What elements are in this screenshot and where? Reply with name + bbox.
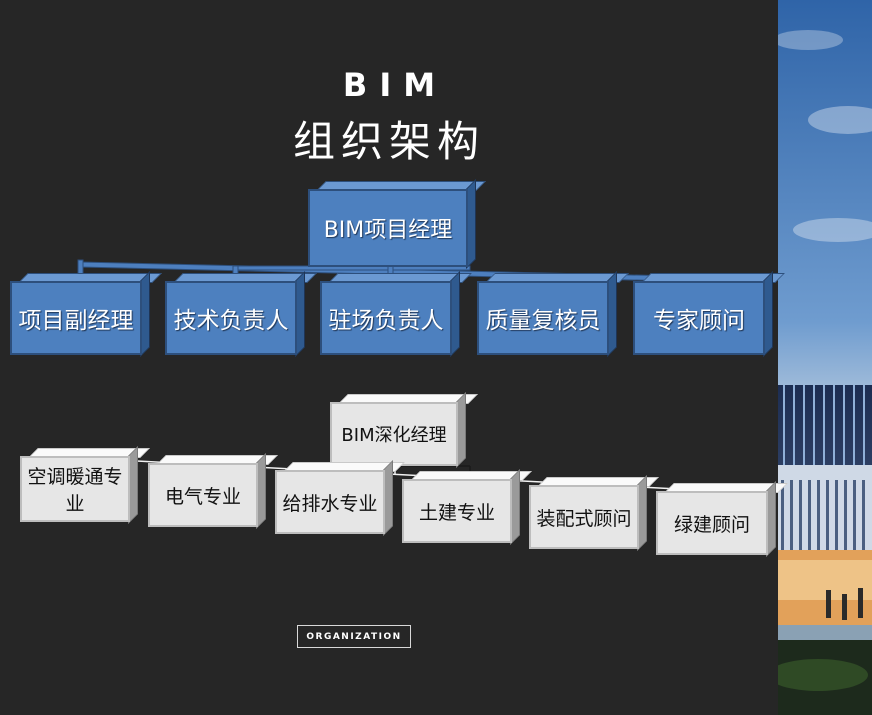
node-label: 装配式顾问 — [529, 485, 639, 549]
node-expert-advisor: 专家顾问 — [633, 271, 785, 357]
node-quality-reviewer: 质量复核员 — [477, 271, 629, 357]
node-electrical: 电气专业 — [148, 453, 278, 529]
node-label: 专家顾问 — [633, 281, 765, 355]
node-deputy-manager: 项目副经理 — [10, 271, 162, 357]
node-prefab-advisor: 装配式顾问 — [529, 475, 659, 551]
connector-lines — [77, 259, 761, 500]
node-bim-project-manager: BIM项目经理 — [308, 179, 486, 269]
node-label: 绿建顾问 — [656, 491, 768, 555]
node-label: 给排水专业 — [275, 470, 385, 534]
node-label: 土建专业 — [402, 479, 512, 543]
node-label: 技术负责人 — [165, 281, 297, 355]
node-label: 项目副经理 — [10, 281, 142, 355]
node-label: 空调暖通专业 — [20, 456, 130, 522]
heading-org-structure: 组织架构 — [292, 117, 485, 166]
node-label: BIM项目经理 — [308, 189, 468, 267]
node-label: 驻场负责人 — [320, 281, 452, 355]
node-label: 电气专业 — [148, 463, 258, 527]
node-civil: 土建专业 — [402, 469, 532, 545]
node-technical-lead: 技术负责人 — [165, 271, 317, 357]
heading-bim: BIM — [342, 66, 448, 104]
node-label: BIM深化经理 — [330, 402, 458, 466]
organization-tag: ORGANIZATION — [297, 625, 411, 648]
building-photo — [778, 0, 872, 715]
node-label: 质量复核员 — [477, 281, 609, 355]
node-bim-detailing-manager: BIM深化经理 — [330, 392, 478, 468]
node-green-building-advisor: 绿建顾问 — [656, 481, 788, 557]
node-hvac: 空调暖通专业 — [20, 446, 150, 524]
node-onsite-lead: 驻场负责人 — [320, 271, 472, 357]
node-plumbing: 给排水专业 — [275, 460, 405, 536]
